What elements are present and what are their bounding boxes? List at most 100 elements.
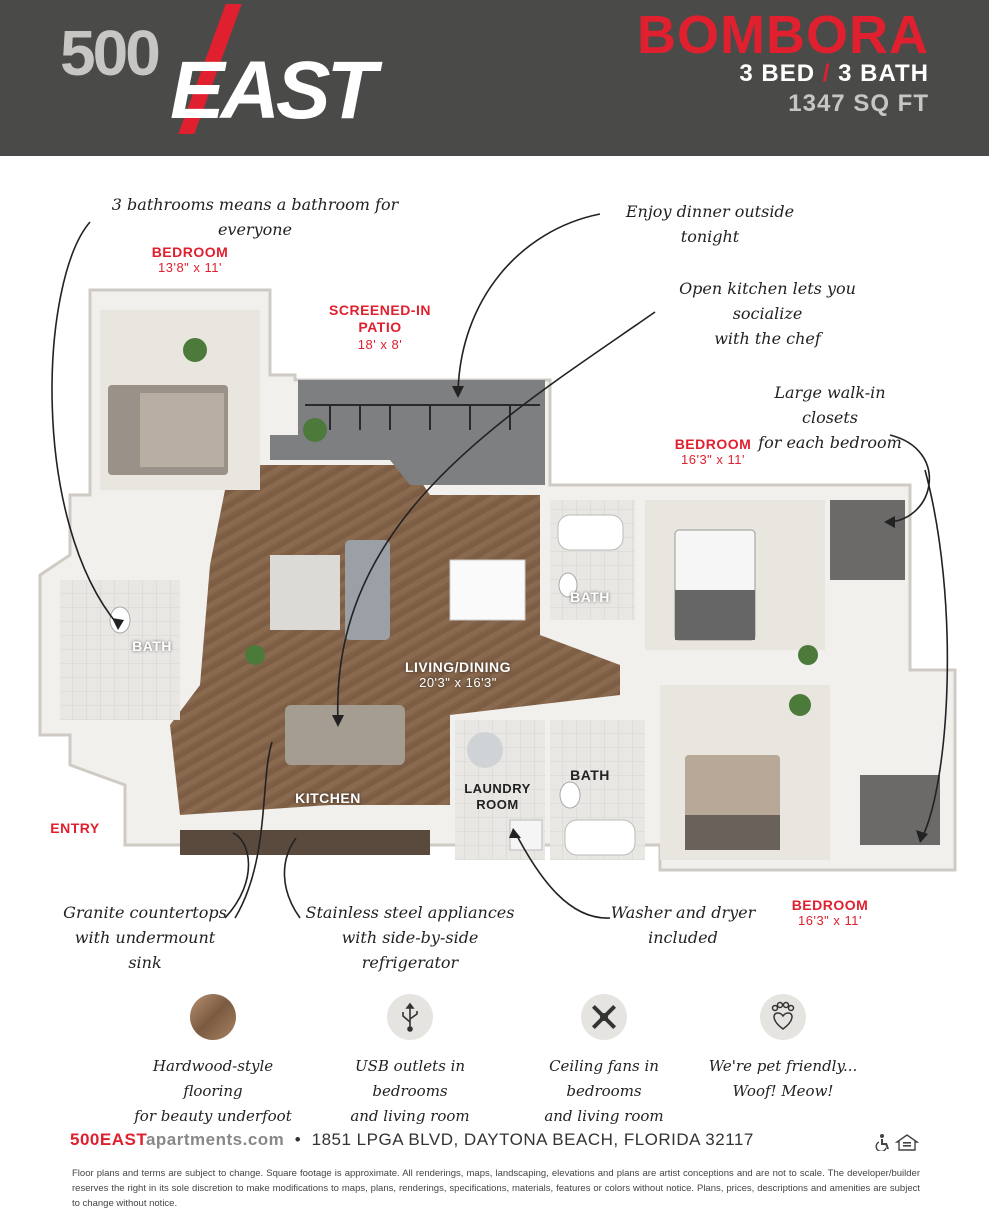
room-dimensions: 16'3" x 11' [798,913,862,928]
plant-3 [245,645,265,665]
room-label-bedroom3: BEDROOM 16'3" x 11' [760,897,900,928]
feature-line1: Ceiling fans in bedrooms [549,1057,659,1100]
feature-ceiling-fans: Ceiling fans in bedrooms and living room [519,994,689,1129]
feature-line2: and living room [350,1107,470,1125]
plant-5 [789,694,811,716]
kitchen-island [285,705,405,765]
tub-right [557,514,624,551]
room-name-line1: LAUNDRY [464,781,531,796]
plant-2 [303,418,327,442]
plant-1 [183,338,207,362]
arrow-steel [283,837,301,919]
arrow-granite-a [224,832,250,919]
accessibility-equal-housing-icon [875,1134,919,1151]
patio-railing [305,404,540,430]
website-part-a: 500 [70,1130,100,1149]
note-line2: for each bedroom [758,433,902,452]
room-dimensions: 20'3" x 16'3" [419,675,497,690]
room-name-line2: ROOM [476,797,519,812]
patio-floor [270,380,545,485]
note-line2: with side-by-side refrigerator [341,928,479,972]
room-label-bath-mid: BATH [570,767,610,783]
legal-disclaimer: Floor plans and terms are subject to cha… [72,1168,920,1209]
arrow-kitchen [337,311,656,723]
room-name: BEDROOM [674,436,752,452]
arrowhead-closets-a [884,516,895,528]
wood-swatch-icon [190,994,236,1040]
feature-line2: for beauty underfoot [134,1107,292,1125]
plant-4 [798,645,818,665]
bed-bath-separator: / [822,60,831,87]
logo-word: EAST [170,45,377,136]
room-name: LIVING/DINING [404,659,512,675]
washer [467,732,503,768]
bath-count: 3 BATH [838,60,929,87]
kitchen-counter [180,830,430,855]
room-dimensions: 13'8" x 11' [158,260,222,275]
note-line1: Washer and dryer [610,903,756,922]
website-part-b: EAST [99,1130,146,1149]
brand-logo: 500 EAST [60,4,377,136]
paw-heart-icon [760,994,806,1040]
toilet-mid [559,781,581,809]
feature-caption: Ceiling fans in bedrooms and living room [519,1054,689,1129]
room-label-bath-left: BATH [132,638,172,654]
logo-number: 500 [60,17,161,89]
floor-plan-illustration [38,288,957,872]
feature-line1: We're pet friendly... [708,1057,858,1075]
bed-2-blanket [675,590,755,640]
feature-line1: Hardwood-style flooring [152,1057,274,1100]
note-open-kitchen: Open kitchen lets you socialize with the… [650,276,885,351]
feature-line2: and living room [544,1107,664,1125]
room-label-entry: ENTRY [50,820,100,836]
room-label-living: LIVING/DINING 20'3" x 16'3" [388,659,528,690]
feature-flooring: Hardwood-style flooring for beauty under… [128,994,298,1129]
room-label-bath-right: BATH [570,589,610,605]
note-line2: with the chef [714,329,821,348]
note-line2: included [648,928,718,947]
note-line1: Stainless steel appliances [305,903,515,922]
sofa [345,540,390,640]
arrow-dinner [457,213,601,394]
closet-bedroom2 [830,500,905,580]
square-footage: 1347 SQ FT [788,90,929,117]
room-name-line1: SCREENED-IN [329,302,431,318]
note-line2: with undermount sink [74,928,216,972]
website-part-c: apartments.com [145,1130,285,1149]
feature-pets: We're pet friendly... Woof! Meow! [698,994,868,1104]
feature-line1: USB outlets in bedrooms [354,1057,466,1100]
rug [270,555,340,630]
note-line1: Open kitchen lets you socialize [679,279,856,323]
note-line1: Granite countertops [63,903,227,922]
ceiling-fan-icon [581,994,627,1040]
room-label-patio: SCREENED-IN PATIO 18' x 8' [310,302,450,353]
footer-bullet: • [294,1130,302,1149]
arrowhead-washer [509,828,521,838]
arrow-closets-b [921,469,949,839]
room-name: BEDROOM [791,897,869,913]
room-name-line2: PATIO [358,319,402,335]
bed-bath-count: 3 BED / 3 BATH [739,60,929,88]
room-dimensions: 16'3" x 11' [681,452,745,467]
arrowhead-kitchen [332,715,344,727]
arrow-bathrooms [51,221,119,626]
toilet-right [558,572,578,598]
header-banner: 500 EAST BOMBORA 3 BED / 3 BATH 1347 SQ … [0,0,989,156]
room-label-laundry: LAUNDRY ROOM [455,781,540,813]
note-granite: Granite countertops with undermount sink [60,900,230,975]
website-link[interactable]: 500EASTapartments.com [70,1130,284,1149]
feature-line2: Woof! Meow! [732,1082,834,1100]
room-dimensions: 18' x 8' [357,337,403,352]
bed-count: 3 BED [739,60,816,87]
feature-caption: USB outlets in bedrooms and living room [325,1054,495,1129]
bed-3-blanket [685,815,780,850]
closet-bedroom3 [860,775,940,845]
arrow-washer [514,831,611,919]
bath-left-floor [60,580,180,720]
footer-address: 1851 LPGA BLVD, DAYTONA BEACH, FLORIDA 3… [311,1130,754,1149]
room-name: BEDROOM [151,244,229,260]
note-bathrooms: 3 bathrooms means a bathroom for everyon… [111,195,399,239]
arrowhead-dinner [452,386,464,398]
feature-caption: Hardwood-style flooring for beauty under… [128,1054,298,1129]
